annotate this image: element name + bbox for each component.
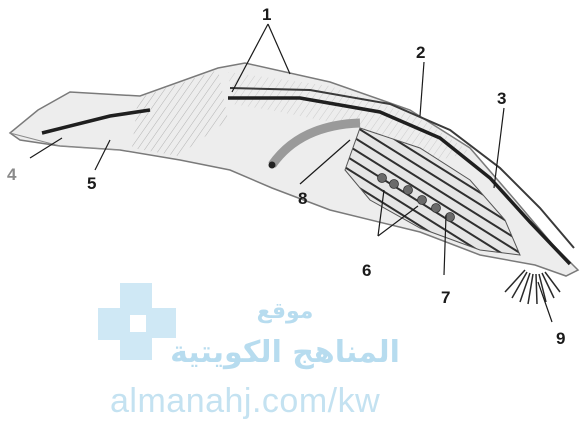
watermark-url: almanahj.com/kw [110,382,380,420]
label-4: 4 [7,165,17,184]
watermark-line2: المناهج الكويتية [170,335,400,370]
label-3: 3 [497,89,506,108]
label-1: 1 [262,5,271,24]
label-6: 6 [362,261,371,280]
label-5: 5 [87,174,96,193]
label-7: 7 [441,288,450,307]
label-9: 9 [556,329,565,348]
watermark-logo [98,283,176,360]
anus [269,162,276,169]
label-8: 8 [298,189,307,208]
watermark-line1: موقع [257,299,314,324]
label-2: 2 [416,43,425,62]
oral-cirri [505,270,560,304]
